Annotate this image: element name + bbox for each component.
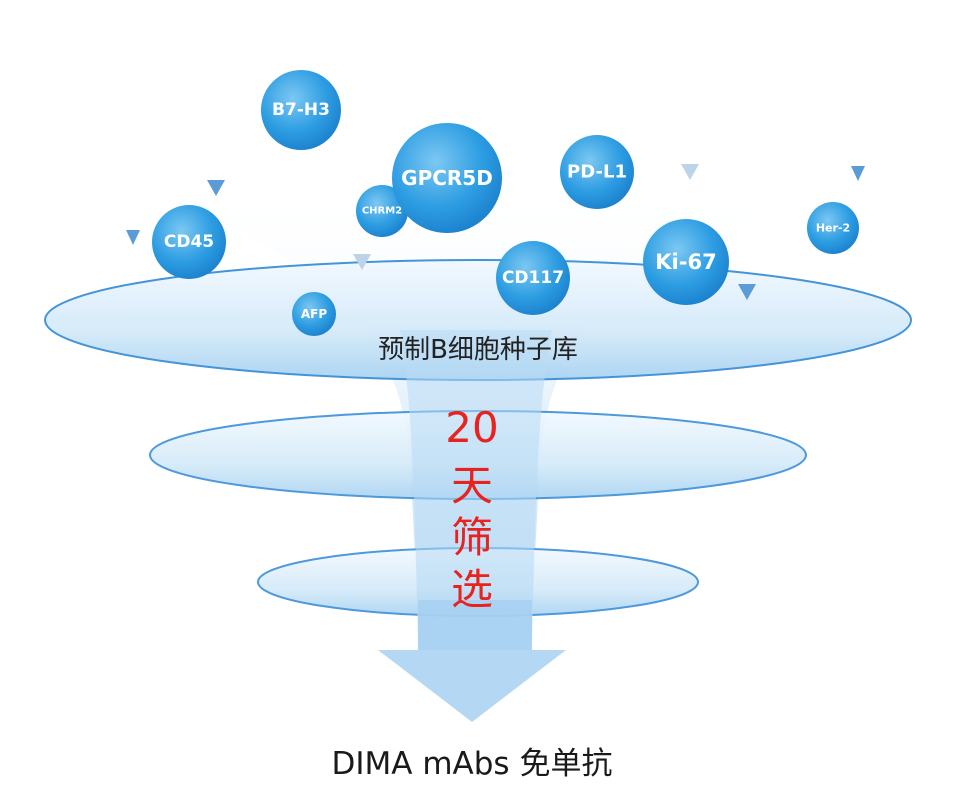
- target-bubble-cd45: CD45: [152, 205, 226, 279]
- target-label: Ki-67: [655, 250, 716, 274]
- target-bubble-ki-67: Ki-67: [643, 219, 729, 305]
- target-bubble-gpcr5d: GPCR5D: [392, 123, 502, 233]
- target-label: GPCR5D: [401, 166, 493, 190]
- target-bubble-pd-l1: PD-L1: [560, 135, 634, 209]
- target-bubble-chrm2: CHRM2: [356, 185, 408, 237]
- screening-duration-label: 20 天 筛 选: [445, 403, 498, 614]
- target-label: CHRM2: [362, 206, 402, 217]
- screening-days: 20: [445, 403, 498, 452]
- target-label: AFP: [301, 307, 327, 321]
- target-label: CD117: [502, 268, 564, 288]
- target-label: B7-H3: [272, 100, 330, 120]
- falling-arrows: [126, 0, 865, 300]
- target-label: CD45: [164, 232, 214, 252]
- down-arrow-icon: [378, 600, 566, 722]
- target-bubble-her-2: Her-2: [807, 202, 859, 254]
- target-label: PD-L1: [567, 162, 627, 183]
- target-bubble-cd117: CD117: [496, 241, 570, 315]
- screening-char: 筛: [451, 513, 493, 562]
- target-bubble-afp: AFP: [292, 292, 336, 336]
- flow-column: [400, 330, 552, 650]
- target-bubble-b7-h3: B7-H3: [261, 70, 341, 150]
- library-label: 预制B细胞种子库: [378, 335, 578, 365]
- screening-char: 选: [451, 565, 493, 614]
- target-label: Her-2: [816, 222, 850, 235]
- screening-char: 天: [451, 461, 493, 510]
- result-label: DIMA mAbs 免单抗: [332, 746, 613, 782]
